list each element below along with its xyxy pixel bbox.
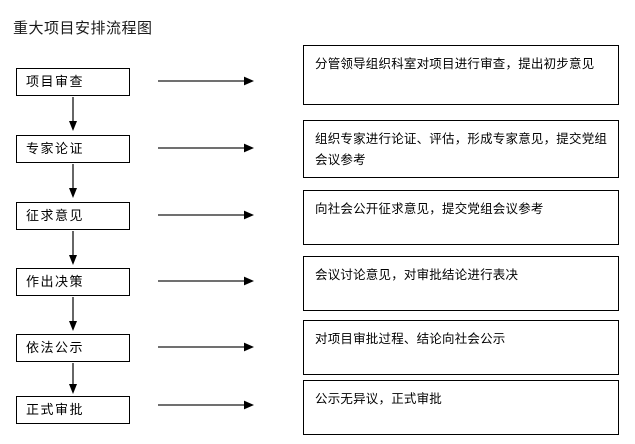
down-arrow-icon-4 bbox=[69, 297, 77, 331]
right-arrow-icon-5 bbox=[158, 342, 254, 352]
detail-box-6[interactable]: 公示无异议，正式审批 bbox=[303, 380, 619, 435]
detail-box-5-text: 对项目审批过程、结论向社会公示 bbox=[315, 331, 506, 346]
detail-box-4-text: 会议讨论意见，对审批结论进行表决 bbox=[315, 267, 519, 282]
right-arrow-icon-4 bbox=[158, 276, 254, 286]
step-box-3-label: 征求意见 bbox=[26, 208, 85, 224]
step-box-5-label: 依法公示 bbox=[26, 340, 85, 356]
detail-box-3[interactable]: 向社会公开征求意见，提交党组会议参考 bbox=[303, 190, 619, 245]
right-arrow-icon-6 bbox=[158, 400, 254, 410]
down-arrow-icon-3 bbox=[69, 231, 77, 265]
step-box-1[interactable]: 项目审查 bbox=[16, 68, 130, 96]
detail-box-4[interactable]: 会议讨论意见，对审批结论进行表决 bbox=[303, 256, 619, 311]
detail-box-2-text: 组织专家进行论证、评估，形成专家意见，提交党组会议参考 bbox=[315, 131, 608, 167]
page-title: 重大项目安排流程图 bbox=[13, 19, 153, 37]
right-arrow-icon-2 bbox=[158, 143, 254, 153]
right-arrow-icon-1 bbox=[158, 76, 254, 86]
detail-box-5[interactable]: 对项目审批过程、结论向社会公示 bbox=[303, 320, 619, 375]
step-box-4[interactable]: 作出决策 bbox=[16, 268, 130, 296]
step-box-3[interactable]: 征求意见 bbox=[16, 202, 130, 230]
down-arrow-icon-2 bbox=[69, 164, 77, 198]
detail-box-1[interactable]: 分管领导组织科室对项目进行审查，提出初步意见 bbox=[303, 45, 619, 105]
detail-box-3-text: 向社会公开征求意见，提交党组会议参考 bbox=[315, 201, 544, 216]
detail-box-2[interactable]: 组织专家进行论证、评估，形成专家意见，提交党组会议参考 bbox=[303, 120, 619, 178]
step-box-2[interactable]: 专家论证 bbox=[16, 135, 130, 163]
detail-box-6-text: 公示无异议，正式审批 bbox=[315, 391, 443, 406]
step-box-5[interactable]: 依法公示 bbox=[16, 334, 130, 362]
right-arrow-icon-3 bbox=[158, 210, 254, 220]
step-box-6[interactable]: 正式审批 bbox=[16, 396, 130, 424]
down-arrow-icon-5 bbox=[69, 363, 77, 394]
step-box-2-label: 专家论证 bbox=[26, 141, 85, 157]
step-box-4-label: 作出决策 bbox=[26, 274, 85, 290]
detail-box-1-text: 分管领导组织科室对项目进行审查，提出初步意见 bbox=[315, 56, 595, 71]
step-box-1-label: 项目审查 bbox=[26, 74, 85, 90]
step-box-6-label: 正式审批 bbox=[26, 402, 85, 418]
down-arrow-icon-1 bbox=[69, 97, 77, 131]
